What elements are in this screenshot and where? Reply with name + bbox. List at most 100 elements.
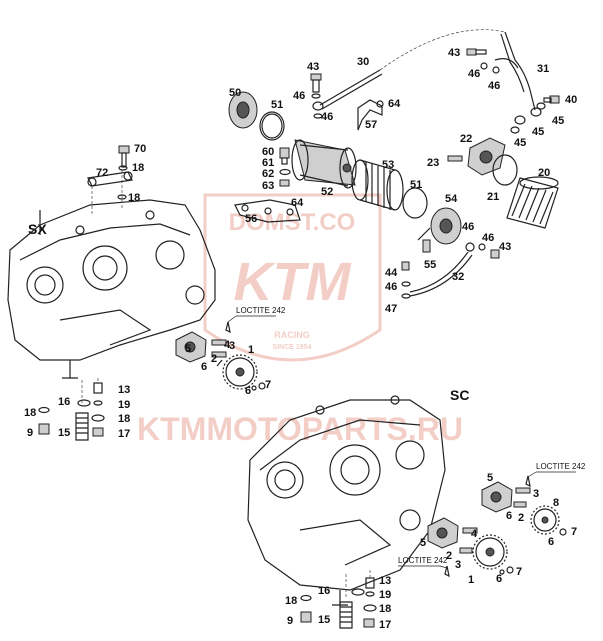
oil-pipe-30 [312,29,506,111]
callout-label: 13 [118,384,130,396]
callout-label: 17 [379,619,391,631]
callout-label: 7 [516,566,522,578]
section-label-sx: SX [28,221,47,237]
callout-label: 7 [571,526,577,538]
oil-pipe-31 [494,31,542,125]
callout-label: 18 [285,595,297,607]
callout-label: 43 [307,61,319,73]
callout-label: 18 [132,162,144,174]
callout-label: 3 [229,340,235,352]
callout-label: 50 [229,87,241,99]
loctite-note-sc-lower: LOCTITE 242 [398,556,448,565]
callout-label: 2 [446,550,452,562]
callout-label: 70 [134,143,146,155]
loctite-note-sc-upper: LOCTITE 242 [536,462,586,471]
callout-label: 55 [424,259,436,271]
callout-label: 5 [420,537,426,549]
callout-label: 53 [382,159,394,171]
small-parts-60-63 [279,147,291,187]
callout-label: 30 [357,56,369,68]
banjo-bolt-30 [310,73,323,119]
watermark-site: DOMST.CO [229,209,356,236]
callout-label: 51 [271,99,283,111]
cover-54 [417,207,462,245]
oil-pump-sc-upper [481,475,567,536]
o-ring-51-right [402,187,428,219]
watermark-brand: KTM [234,252,352,312]
callout-label: 2 [211,353,217,365]
oil-filter-cover-left [228,91,285,141]
callout-label: 8 [553,497,559,509]
section-label-sc: SC [450,387,469,403]
callout-label: 15 [58,427,70,439]
callout-label: 47 [385,303,397,315]
callout-label: 2 [518,512,524,524]
callout-label: 6 [506,510,512,522]
oil-pump-sc-lower [427,517,514,578]
callout-label: 18 [24,407,36,419]
callout-label: 44 [385,267,398,279]
callout-label: 6 [496,573,502,585]
callout-label: 16 [58,396,70,408]
callout-label: 40 [565,94,577,106]
callout-label: 22 [460,133,472,145]
callout-label: 46 [488,80,500,92]
callout-label: 21 [487,191,499,203]
callout-label: 64 [388,98,401,110]
callout-label: 52 [321,186,333,198]
callout-label: 31 [537,63,549,75]
oil-pipe-32 [409,242,500,297]
callout-label: 3 [455,559,461,571]
callout-label: 20 [538,167,550,179]
callout-label: 46 [293,90,305,102]
watermark-badge-line1: RACING [274,330,310,340]
callout-label: 43 [499,241,511,253]
callout-label: 7 [265,379,271,391]
callout-label: 23 [427,157,439,169]
callout-label: 18 [128,192,140,204]
callout-label: 13 [379,575,391,587]
callout-label: 61 [262,157,274,169]
callout-label: 46 [468,68,480,80]
callout-label: 46 [321,111,333,123]
oil-filter-element [351,159,404,211]
callout-label: 4 [471,528,478,540]
callout-label: 6 [548,536,554,548]
callout-label: 18 [379,603,391,615]
callout-label: 5 [487,472,493,484]
callout-label: 1 [468,574,474,586]
callout-label: 15 [318,614,330,626]
callout-label: 64 [291,197,304,209]
callout-label: 56 [245,213,257,225]
callout-label: 4 [224,339,231,351]
callout-label: 63 [262,180,274,192]
crankcase-sx-drawing [7,199,216,379]
callout-label: 1 [248,344,254,356]
callout-label: 3 [533,488,539,500]
callout-label: 46 [482,232,494,244]
callout-label: 43 [448,47,460,59]
drain-parts-sc [300,570,377,629]
callout-label: 60 [262,146,274,158]
oil-pump-sx [175,321,266,391]
watermark: DOMST.CO KTM RACING SINCE 1954 KTMMOTOPA… [137,193,463,447]
callout-label: 45 [514,137,526,149]
bracket-57 [357,99,384,131]
callout-label: 16 [318,585,330,597]
callout-label: 9 [27,427,33,439]
loctite-note-sx: LOCTITE 242 [236,306,286,315]
callout-label: 6 [201,361,207,373]
callout-label: 45 [532,126,544,138]
callout-label: 6 [245,385,251,397]
watermark-badge-line2: SINCE 1954 [273,344,312,351]
callout-label: 57 [365,119,377,131]
callout-label: 54 [445,193,458,205]
callout-label: 45 [552,115,564,127]
callout-label: 19 [118,399,130,411]
drain-parts-sx [38,378,105,441]
callout-label: 18 [118,413,130,425]
bolts-top-right [466,48,560,134]
callout-label: 9 [287,615,293,627]
callout-label: 62 [262,168,274,180]
